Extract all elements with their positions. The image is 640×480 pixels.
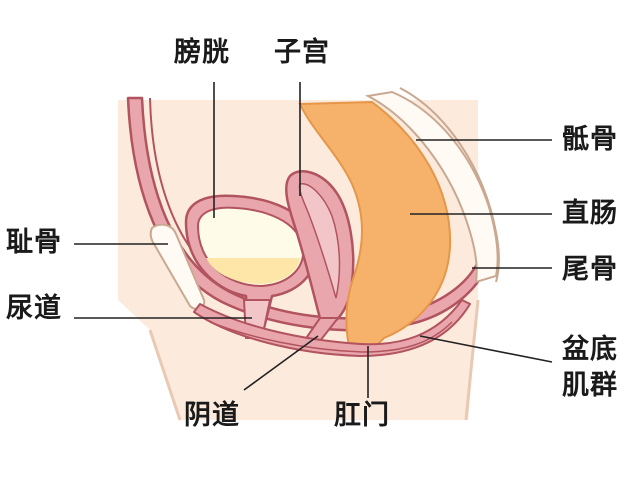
bladder-urine bbox=[206, 258, 300, 284]
leader-pelvic-floor bbox=[419, 335, 553, 363]
label-pubic-bone: 耻骨 bbox=[6, 227, 62, 258]
label-urethra: 尿道 bbox=[6, 293, 62, 324]
label-pelvic-floor-2: 肌群 bbox=[562, 370, 618, 401]
label-uterus: 子宫 bbox=[274, 37, 330, 68]
label-bladder: 膀胱 bbox=[174, 37, 230, 68]
label-pelvic-floor-1: 盆底 bbox=[562, 334, 618, 365]
sacrum-bone bbox=[364, 90, 499, 284]
pelvic-floor-muscle bbox=[193, 299, 471, 357]
body-edge-right bbox=[464, 299, 480, 421]
label-sacrum: 骶骨 bbox=[562, 124, 618, 155]
sacrum-outline-outer bbox=[399, 87, 500, 283]
label-coccyx: 尾骨 bbox=[562, 254, 618, 285]
pelvic-floor-muscle-inner bbox=[209, 321, 453, 353]
body-edge-left bbox=[148, 329, 182, 421]
leader-lines bbox=[74, 82, 553, 398]
leader-vagina bbox=[243, 335, 319, 391]
uterus-cavity bbox=[298, 183, 341, 299]
label-vagina: 阴道 bbox=[184, 400, 240, 431]
label-anus: 肛门 bbox=[334, 400, 390, 431]
label-rectum: 直肠 bbox=[562, 198, 618, 229]
